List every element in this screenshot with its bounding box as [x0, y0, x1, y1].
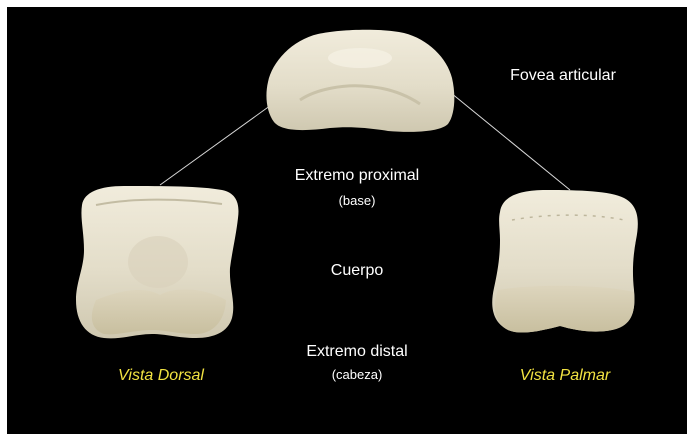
label-extremo-distal: Extremo distal [306, 343, 407, 361]
bone-palmar-view [492, 190, 638, 333]
label-base: (base) [339, 193, 376, 208]
bone-dorsal-view [76, 186, 238, 338]
label-extremo-proximal: Extremo proximal [295, 167, 419, 185]
label-cuerpo: Cuerpo [331, 262, 383, 280]
connector-line-right [440, 84, 570, 190]
label-cabeza: (cabeza) [332, 367, 383, 382]
bone-proximal-view [266, 30, 454, 132]
connector-line-left [160, 95, 285, 185]
label-vista-dorsal: Vista Dorsal [118, 367, 204, 385]
label-vista-palmar: Vista Palmar [520, 367, 610, 385]
label-fovea-articular: Fovea articular [510, 67, 616, 85]
